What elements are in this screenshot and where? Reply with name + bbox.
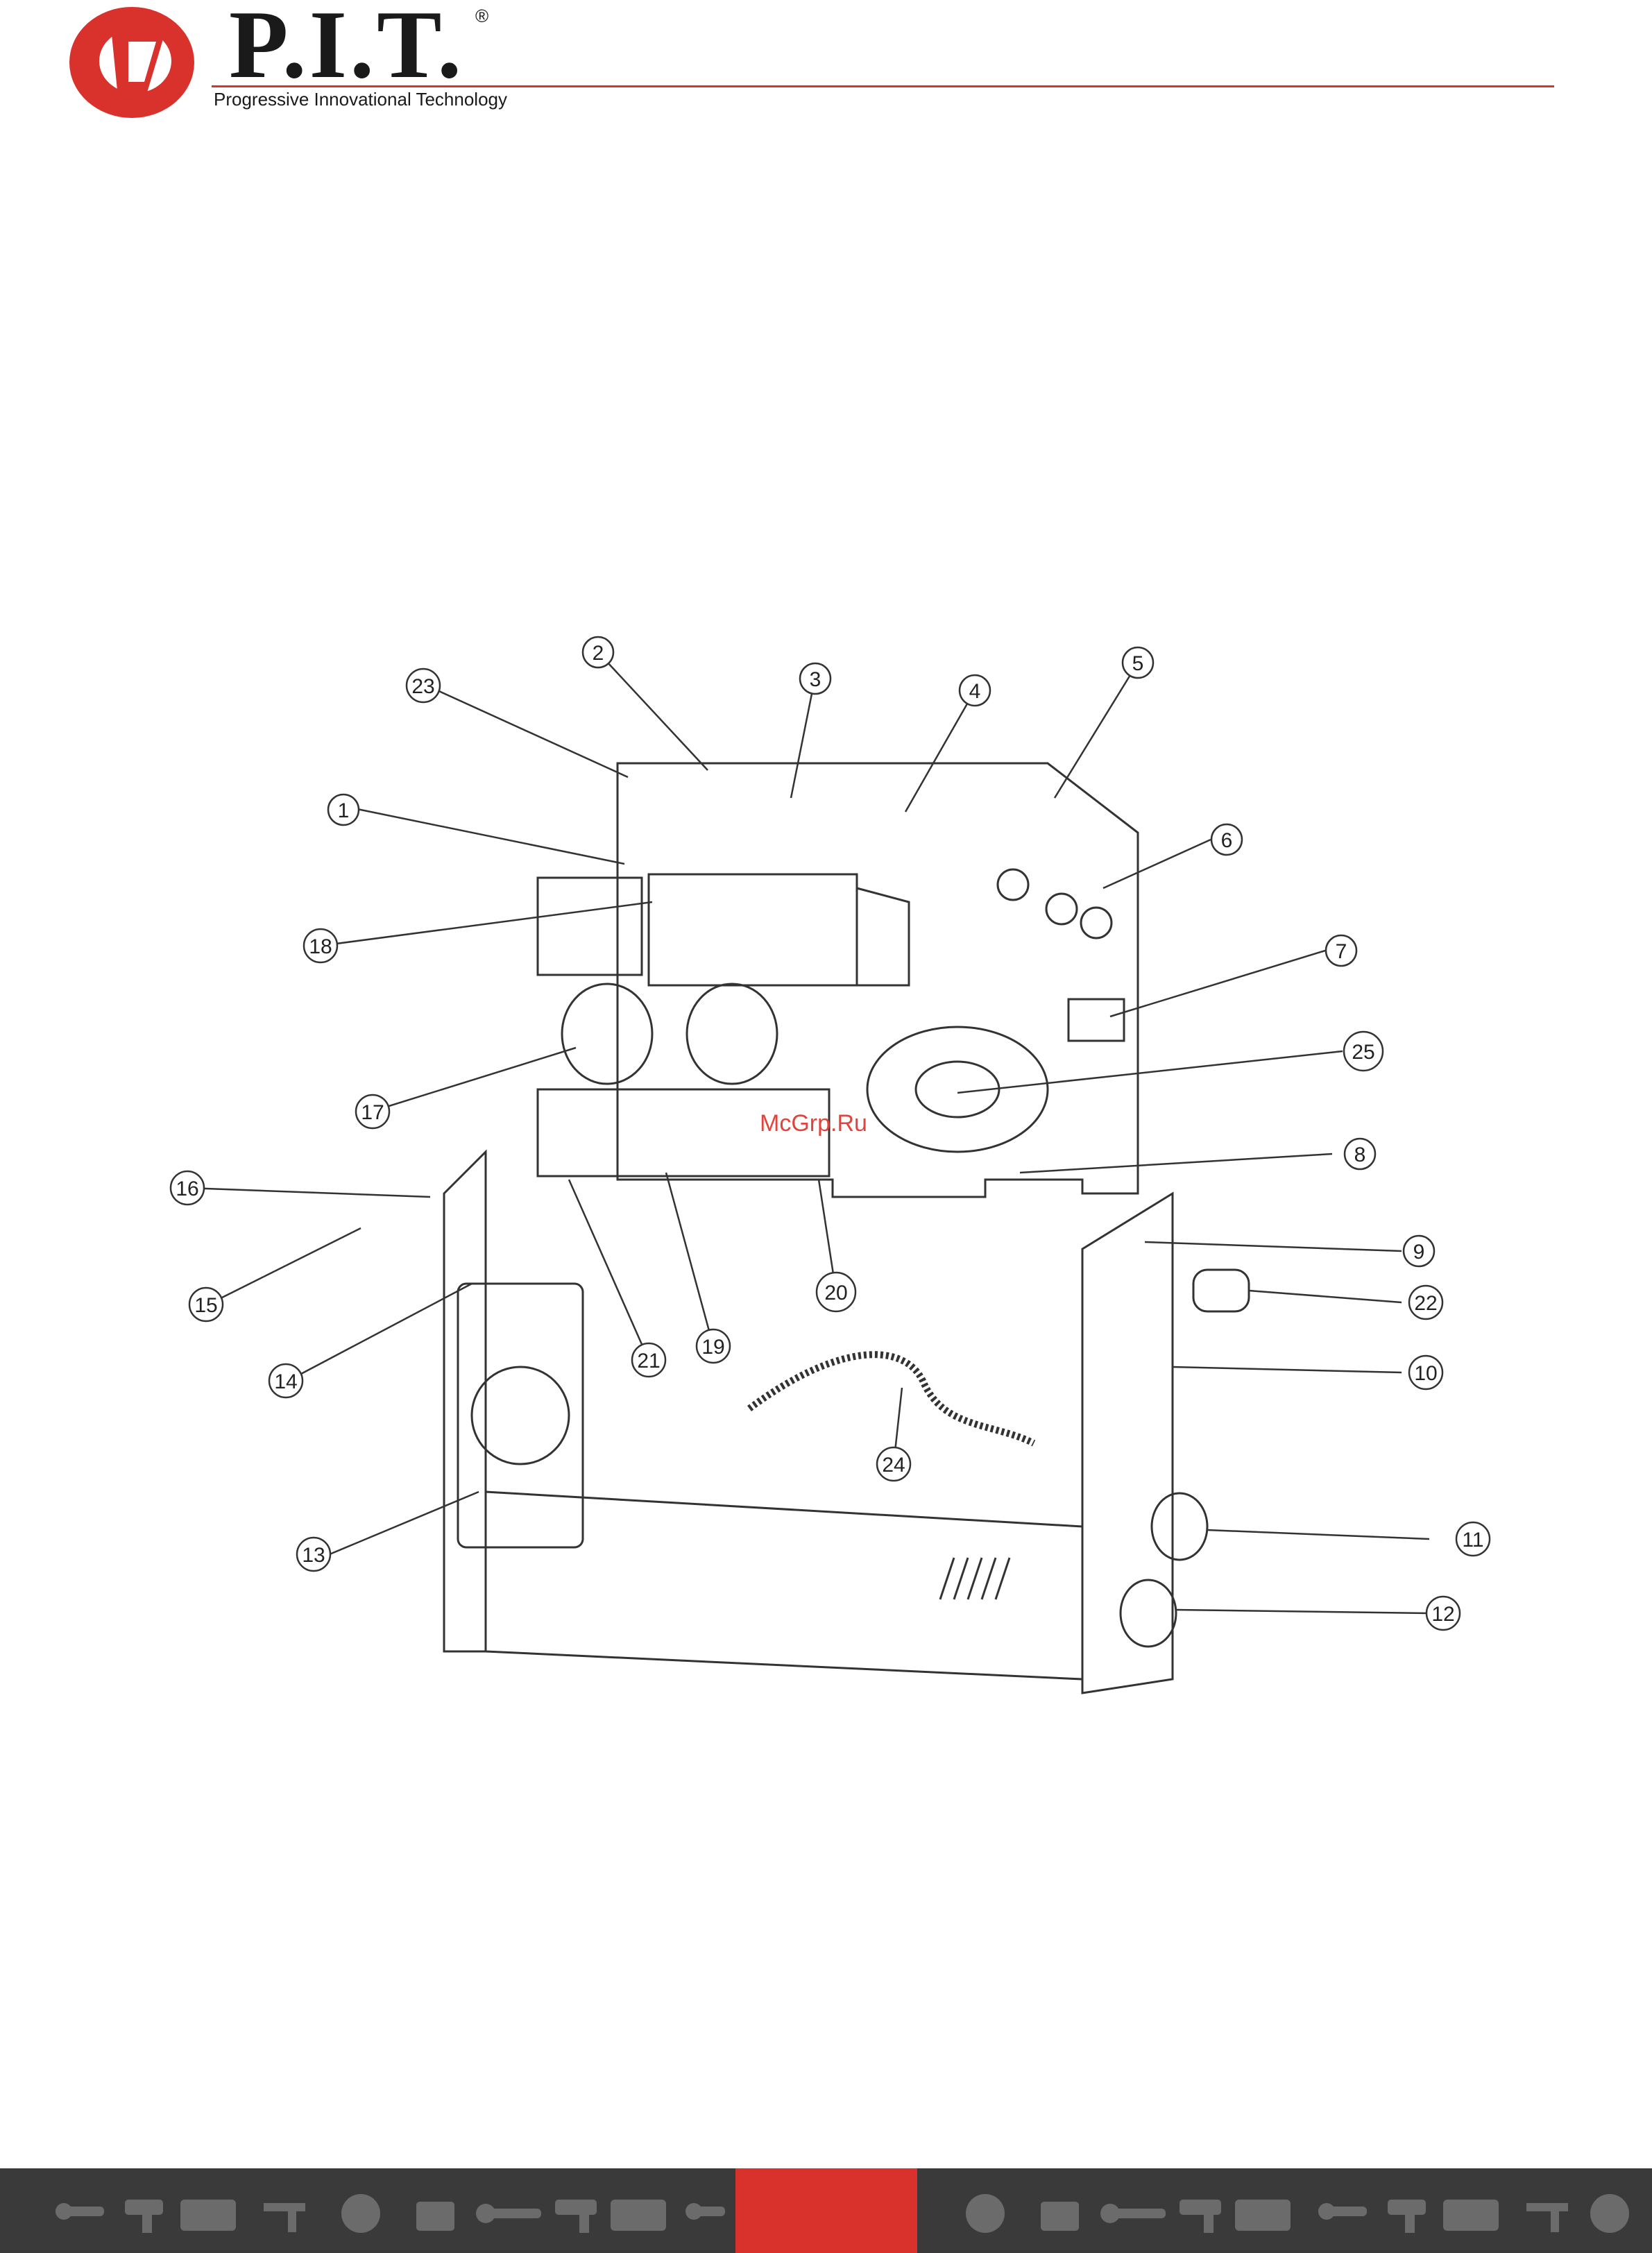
callout-text: 19 (701, 1336, 724, 1359)
mixer-icon (341, 2194, 380, 2233)
welder-icon (1526, 2203, 1568, 2232)
capacitor-right (687, 984, 777, 1084)
callout-14: 14 (269, 1364, 303, 1397)
callout-20: 20 (817, 1273, 855, 1311)
chassis-base (486, 1492, 1082, 1679)
grinder-icon (1318, 2203, 1367, 2220)
chassis-rear-panel (444, 1152, 486, 1651)
toolbox-icon (1041, 2202, 1079, 2231)
callout-text: 8 (1354, 1143, 1366, 1166)
toolbox-icon (416, 2202, 454, 2231)
callout-text: 5 (1132, 652, 1144, 675)
callout-text: 4 (969, 680, 981, 703)
callout-text: 17 (361, 1101, 384, 1124)
callout-22: 22 (1409, 1286, 1442, 1319)
callout-10: 10 (1409, 1356, 1442, 1389)
callout-4: 4 (960, 675, 990, 706)
page-footer (0, 2168, 1652, 2253)
callout-11: 11 (1456, 1522, 1490, 1556)
callout-text: 15 (194, 1294, 217, 1317)
callout-8: 8 (1345, 1139, 1375, 1169)
callout-text: 1 (338, 799, 350, 822)
callout-13: 13 (297, 1538, 330, 1571)
callout-text: 11 (1462, 1529, 1483, 1551)
generator-icon (180, 2200, 236, 2231)
callout-2: 2 (583, 637, 613, 668)
chassis-front-panel (1082, 1193, 1173, 1693)
callout-text: 23 (411, 675, 434, 698)
callout-1: 1 (328, 794, 359, 825)
callout-16: 16 (171, 1171, 204, 1205)
grinder-icon (56, 2203, 104, 2220)
callout-7: 7 (1326, 935, 1356, 966)
grinder-icon (686, 2203, 725, 2220)
callout-17: 17 (356, 1095, 389, 1128)
callout-text: 10 (1414, 1362, 1437, 1385)
callout-text: 7 (1336, 940, 1347, 963)
callout-18: 18 (304, 929, 337, 962)
callout-text: 20 (824, 1282, 847, 1304)
adjustment-knob (1193, 1270, 1249, 1311)
callout-text: 18 (309, 935, 332, 958)
callout-15: 15 (189, 1288, 223, 1321)
callout-text: 3 (810, 668, 821, 691)
callout-text: 12 (1431, 1603, 1454, 1626)
heatsink-left (538, 878, 642, 975)
small-capacitor-3 (1081, 908, 1112, 938)
callout-text: 24 (882, 1454, 905, 1477)
capacitor-left (562, 984, 652, 1084)
generator-icon (611, 2200, 666, 2231)
toroid-coil (867, 1027, 1048, 1152)
callout-text: 21 (637, 1350, 660, 1372)
callout-19: 19 (697, 1329, 730, 1363)
pcb-board (618, 763, 1138, 1197)
saw-icon (476, 2204, 541, 2223)
heatsink-mid (649, 874, 857, 985)
mixer-icon (1590, 2194, 1629, 2233)
callout-text: 22 (1414, 1292, 1437, 1315)
saw-icon (1100, 2204, 1166, 2223)
generator-icon (1443, 2200, 1499, 2231)
drill-icon (1180, 2200, 1221, 2233)
relay (1068, 999, 1124, 1041)
callout-text: 13 (302, 1544, 325, 1567)
mixer-icon (966, 2194, 1005, 2233)
drill-icon (555, 2200, 597, 2233)
callout-24: 24 (877, 1447, 910, 1481)
callout-text: 14 (274, 1370, 297, 1393)
drill-icon (1388, 2200, 1426, 2233)
callout-5: 5 (1123, 647, 1153, 678)
footer-tool-icons (0, 2168, 1652, 2253)
callout-23: 23 (407, 669, 440, 702)
drill-icon (125, 2200, 163, 2233)
callout-text: 16 (176, 1177, 198, 1200)
callout-21: 21 (632, 1343, 665, 1377)
welder-icon (264, 2203, 305, 2232)
callout-12: 12 (1427, 1597, 1460, 1630)
watermark: McGrp.Ru (760, 1110, 867, 1137)
cooling-fan (458, 1284, 583, 1547)
callout-text: 2 (593, 642, 604, 665)
small-capacitor-2 (1046, 894, 1077, 924)
generator-icon (1235, 2200, 1291, 2231)
callout-9: 9 (1404, 1236, 1434, 1266)
callout-3: 3 (800, 663, 831, 694)
output-socket-minus (1121, 1580, 1176, 1647)
small-capacitor-1 (998, 869, 1028, 900)
heatsink-fins (857, 888, 909, 985)
internal-cable (749, 1354, 1034, 1443)
callout-text: 6 (1221, 829, 1233, 852)
callout-6: 6 (1211, 824, 1242, 855)
callout-25: 25 (1344, 1032, 1383, 1071)
callout-text: 25 (1352, 1041, 1374, 1064)
output-socket-plus (1152, 1493, 1207, 1560)
callout-text: 9 (1413, 1241, 1425, 1264)
